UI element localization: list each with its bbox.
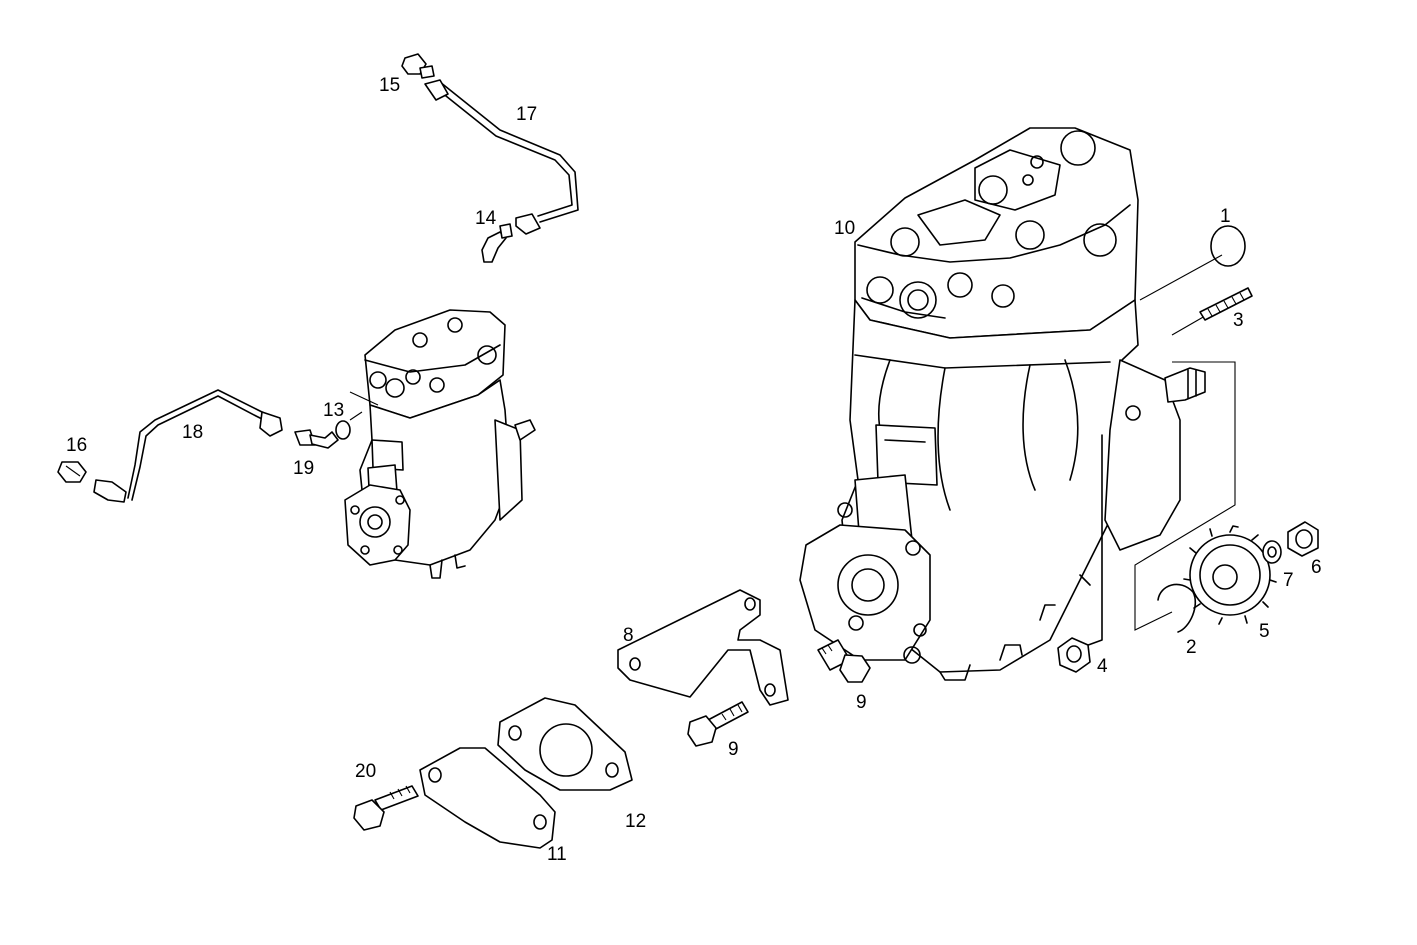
part-11-cover-plate [419,747,556,849]
callout-14: 14 [475,208,497,229]
callout-17: 17 [516,104,537,125]
callout-20: 20 [355,761,376,782]
callout-15: 15 [379,75,400,96]
callout-13: 13 [323,400,344,421]
part-20-bolt [353,785,419,831]
part-18-pipe [93,389,283,503]
callout-4: 4 [1097,656,1108,677]
part-9-bolt-upper [817,639,871,683]
part-6-nut [1287,521,1319,557]
callout-1: 1 [1220,206,1231,227]
main-compressor [799,127,1206,681]
callout-2: 2 [1186,637,1197,658]
part-7-washer [1262,540,1282,564]
callout-11: 11 [547,844,567,865]
callout-9-lower: 9 [728,739,739,760]
part-17-pipe [424,79,579,235]
leader-1 [1139,254,1223,301]
callout-9-upper: 9 [856,692,867,713]
callout-7: 7 [1283,570,1294,591]
callout-6: 6 [1311,557,1322,578]
callout-10: 10 [834,218,855,239]
callout-12: 12 [625,811,646,832]
callout-16: 16 [66,435,87,456]
part-3-stud [1199,287,1253,321]
part-8-bracket [617,589,789,706]
part-14-elbow [481,223,513,263]
part-19-elbow [294,429,339,449]
small-compressor [344,309,536,579]
part-9-bolt-lower [687,701,749,747]
part-16-fitting [57,461,87,483]
leader-3 [1171,315,1206,336]
callout-8: 8 [623,625,634,646]
part-15-fitting [401,53,435,79]
callout-3: 3 [1233,310,1244,331]
callout-18: 18 [182,422,203,443]
part-2-circlip [1157,583,1197,633]
part-1-o-ring [1210,225,1246,267]
part-5-gear [1183,525,1277,625]
part-13-o-ring [335,420,351,440]
leader-13 [349,391,379,421]
callout-19: 19 [293,458,314,479]
part-12-gasket [497,697,633,791]
callout-5: 5 [1259,621,1270,642]
bracket-shaft-group [1134,361,1236,631]
part-4-nut [1057,637,1091,673]
